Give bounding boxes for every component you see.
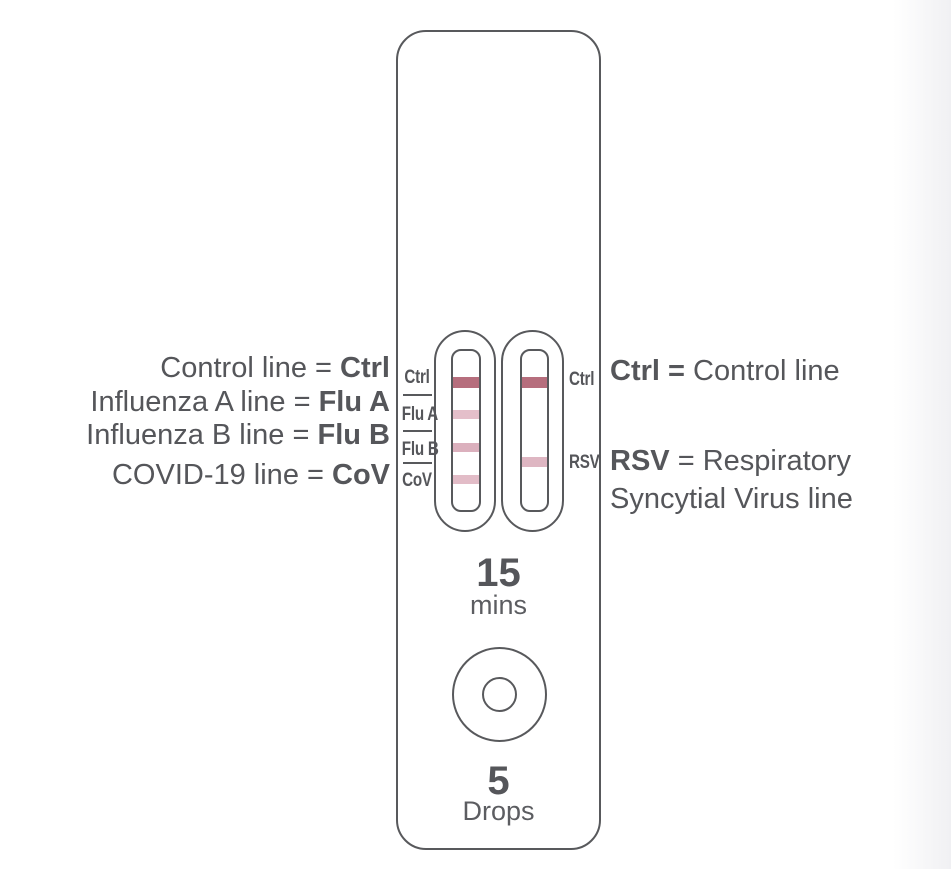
- legend-flu-a-abbr: Flu A: [318, 385, 390, 418]
- right-strip-window: [520, 349, 549, 512]
- timer-value: 15: [476, 551, 521, 595]
- rsv-test-line: [522, 457, 547, 467]
- label-divider: [403, 462, 432, 464]
- label-ctrl-left: Ctrl: [404, 367, 430, 388]
- timer-unit: mins: [469, 590, 527, 620]
- left-legend: Control line = Ctrl Influenza A line = F…: [86, 352, 390, 492]
- right-legend: Ctrl = Control line RSV = Respiratory Sy…: [610, 352, 853, 518]
- drops-unit: Drops: [462, 796, 535, 826]
- sample-well-inner-circle: [482, 677, 517, 712]
- test-cassette-body: Ctrl Flu A Flu B CoV Ctrl RSV 15 mins 5 …: [396, 30, 601, 850]
- label-rsv: RSV: [569, 452, 600, 473]
- legend-rsv-abbr: RSV: [610, 445, 670, 477]
- page-edge-shading: [893, 0, 951, 869]
- legend-control-line: Control line = Ctrl: [86, 352, 390, 386]
- drops-value: 5: [487, 759, 510, 803]
- legend-ctrl-text: Control line: [684, 355, 840, 387]
- legend-covid-line: COVID-19 line = CoV: [86, 459, 390, 493]
- label-divider: [403, 394, 432, 396]
- flu-b-test-line: [453, 443, 479, 452]
- legend-ctrl-abbr: Ctrl =: [610, 355, 685, 387]
- right-control-test-line: [522, 377, 547, 388]
- legend-flu-b-line: Influenza B line = Flu B: [86, 419, 390, 453]
- legend-ctrl-definition: Ctrl = Control line: [610, 352, 853, 390]
- left-control-test-line: [453, 377, 479, 388]
- covid-19-test-line: [453, 475, 479, 484]
- label-divider: [403, 430, 432, 432]
- legend-covid-text: COVID-19 line =: [111, 458, 332, 491]
- legend-rsv-definition-wrap: Syncytial Virus line: [610, 483, 853, 515]
- legend-flu-b-text: Influenza B line =: [86, 419, 318, 451]
- label-flu-b: Flu B: [401, 439, 439, 460]
- left-strip-window: [451, 349, 481, 512]
- legend-rsv-definition: RSV = Respiratory: [610, 442, 853, 480]
- flu-a-test-line: [453, 410, 479, 419]
- legend-control-abbr: Ctrl: [340, 352, 390, 384]
- legend-control-text: Control line =: [160, 352, 341, 384]
- legend-covid-abbr: CoV: [332, 458, 390, 491]
- legend-flu-b-abbr: Flu B: [317, 419, 391, 451]
- legend-rsv-text-1: = Respiratory: [669, 445, 851, 477]
- label-ctrl-right: Ctrl: [569, 369, 595, 390]
- legend-flu-a-text: Influenza A line =: [90, 385, 319, 418]
- legend-flu-a-line: Influenza A line = Flu A: [86, 386, 390, 420]
- label-cov: CoV: [402, 470, 432, 491]
- label-flu-a: Flu A: [401, 404, 439, 425]
